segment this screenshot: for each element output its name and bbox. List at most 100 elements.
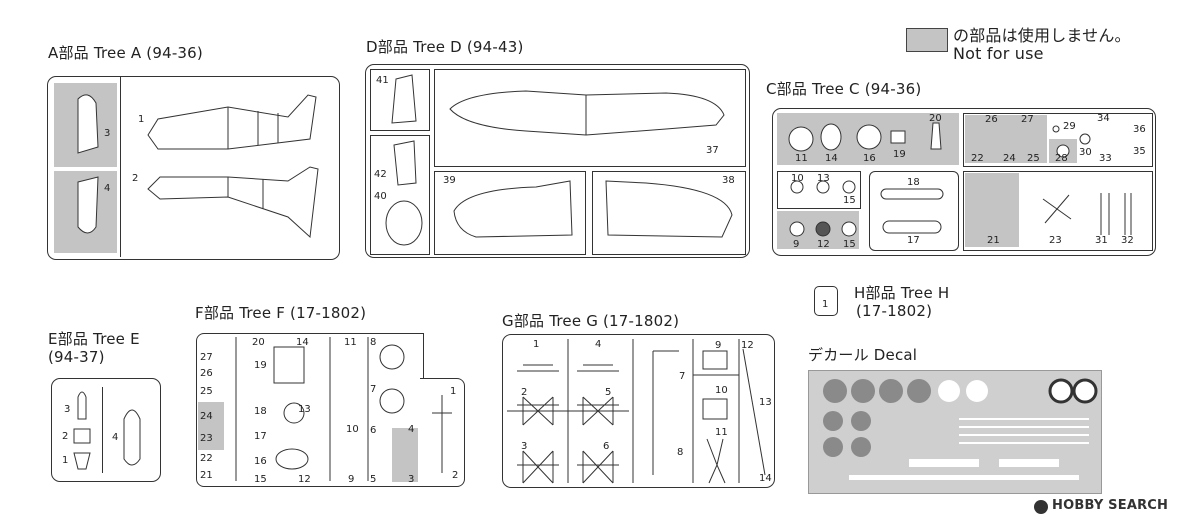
tree-a-part-4: 4 (104, 183, 111, 194)
tree-f-title: F部品 Tree F (17-1802) (195, 304, 367, 322)
tree-f-part-21: 21 (200, 470, 213, 481)
tree-h-part-1: 1 (822, 299, 829, 310)
tree-h-title: H部品 Tree H (854, 284, 950, 302)
tree-g-part-5: 5 (605, 387, 612, 398)
tree-d-inner-box-37 (434, 69, 746, 167)
tree-d-part-38: 38 (722, 175, 735, 186)
tree-c-part-11: 11 (795, 153, 808, 164)
tree-f-part-3: 3 (408, 474, 415, 485)
tree-d-inner-box-39 (434, 171, 586, 255)
tree-c-part-9: 9 (793, 239, 800, 250)
tree-c-part-14: 14 (825, 153, 838, 164)
tree-g-part-9: 9 (715, 340, 722, 351)
tree-d-part-40: 40 (374, 191, 387, 202)
tree-a-part-2: 2 (132, 173, 139, 184)
tree-f-part-9: 9 (348, 474, 355, 485)
tree-f-part-15: 15 (254, 474, 267, 485)
tree-g-part-12: 12 (741, 340, 754, 351)
tree-g-part-10: 10 (715, 385, 728, 396)
tree-c-part-15-top: 15 (843, 195, 856, 206)
tree-a-frame: 3 4 1 2 (47, 76, 340, 260)
tree-g-part-13: 13 (759, 397, 772, 408)
tree-f-part-7: 7 (370, 384, 377, 395)
tree-a-part-1: 1 (138, 114, 145, 125)
tree-g-drawing (507, 339, 766, 484)
tree-f-part-19: 19 (254, 360, 267, 371)
tree-a-part-3: 3 (104, 128, 111, 139)
tree-c-part-24: 24 (1003, 153, 1016, 164)
tree-g-part-7: 7 (679, 371, 686, 382)
legend-english: Not for use (953, 44, 1044, 63)
tree-c-part-31: 31 (1095, 235, 1108, 246)
decal-sheet (808, 370, 1102, 494)
tree-g-part-6: 6 (603, 441, 610, 452)
tree-c-title: C部品 Tree C (94-36) (766, 80, 922, 98)
tree-c-part-23: 23 (1049, 235, 1062, 246)
tree-c-part-27: 27 (1021, 114, 1034, 125)
tree-c-part-17: 17 (907, 235, 920, 246)
tree-e-title: E部品 Tree E (48, 330, 140, 348)
tree-f-part-2: 2 (452, 470, 459, 481)
tree-c-gray-block-5 (965, 173, 1019, 247)
tree-f-part-4: 4 (408, 424, 415, 435)
tree-h-code: (17-1802) (856, 302, 933, 320)
tree-c-part-30: 30 (1079, 147, 1092, 158)
tree-c-box-18-17 (869, 171, 959, 251)
tree-d-inner-box-38 (592, 171, 746, 255)
tree-d-drawing (385, 74, 733, 246)
tree-c-box-lower-right (963, 171, 1153, 251)
tree-e-part-2: 2 (62, 431, 69, 442)
tree-c-part-25: 25 (1027, 153, 1040, 164)
decal-title: デカール Decal (808, 346, 918, 364)
tree-c-part-20: 20 (929, 113, 942, 124)
tree-f-part-20: 20 (252, 337, 265, 348)
tree-f-part-23: 23 (200, 433, 213, 444)
tree-f-part-24: 24 (200, 411, 213, 422)
watermark-text: HOBBY SEARCH (1052, 498, 1169, 513)
tree-d-frame: 41 42 40 39 38 37 (365, 64, 750, 258)
tree-d-part-41: 41 (376, 75, 389, 86)
tree-f-part-12: 12 (298, 474, 311, 485)
tree-f-part-16: 16 (254, 456, 267, 467)
decal-drawing (823, 378, 1098, 480)
tree-c-box-10-13 (777, 171, 861, 209)
tree-f-drawing (235, 337, 452, 481)
tree-f-part-17: 17 (254, 431, 267, 442)
watermark-logo-icon (1034, 500, 1048, 514)
tree-e-code: (94-37) (48, 348, 105, 366)
not-for-use-swatch (906, 28, 948, 52)
tree-a-title: A部品 Tree A (94-36) (48, 44, 203, 62)
tree-f-part-26: 26 (200, 368, 213, 379)
tree-g-part-8: 8 (677, 447, 684, 458)
tree-c-part-19: 19 (893, 149, 906, 160)
tree-c-part-13: 13 (817, 173, 830, 184)
tree-c-part-36: 36 (1133, 124, 1146, 135)
tree-a-drawing (77, 94, 319, 239)
tree-g-part-2: 2 (521, 387, 528, 398)
tree-f-gray-right (392, 428, 418, 482)
tree-d-inner-box-42 (370, 135, 430, 255)
tree-d-part-37: 37 (706, 145, 719, 156)
tree-e-part-1: 1 (62, 455, 69, 466)
tree-c-part-35: 35 (1133, 146, 1146, 157)
tree-f-part-18: 18 (254, 406, 267, 417)
tree-f-part-22: 22 (200, 453, 213, 464)
tree-c-part-26: 26 (985, 114, 998, 125)
tree-e-part-3: 3 (64, 404, 71, 415)
tree-d-part-39: 39 (443, 175, 456, 186)
tree-f-part-14: 14 (296, 337, 309, 348)
tree-c-part-34: 34 (1097, 113, 1110, 124)
tree-f-part-11: 11 (344, 337, 357, 348)
tree-a-divider (120, 77, 122, 257)
tree-g-part-11: 11 (715, 427, 728, 438)
tree-f-part-6: 6 (370, 425, 377, 436)
tree-c-part-22: 22 (971, 153, 984, 164)
tree-c-box-top-right (963, 113, 1153, 167)
tree-h-frame (814, 286, 838, 316)
tree-e-part-4: 4 (112, 432, 119, 443)
tree-f-part-8: 8 (370, 337, 377, 348)
tree-f-part-27: 27 (200, 352, 213, 363)
tree-e-frame: 3 2 1 4 (51, 378, 161, 482)
tree-g-part-14: 14 (759, 473, 772, 484)
tree-c-part-29: 29 (1063, 121, 1076, 132)
